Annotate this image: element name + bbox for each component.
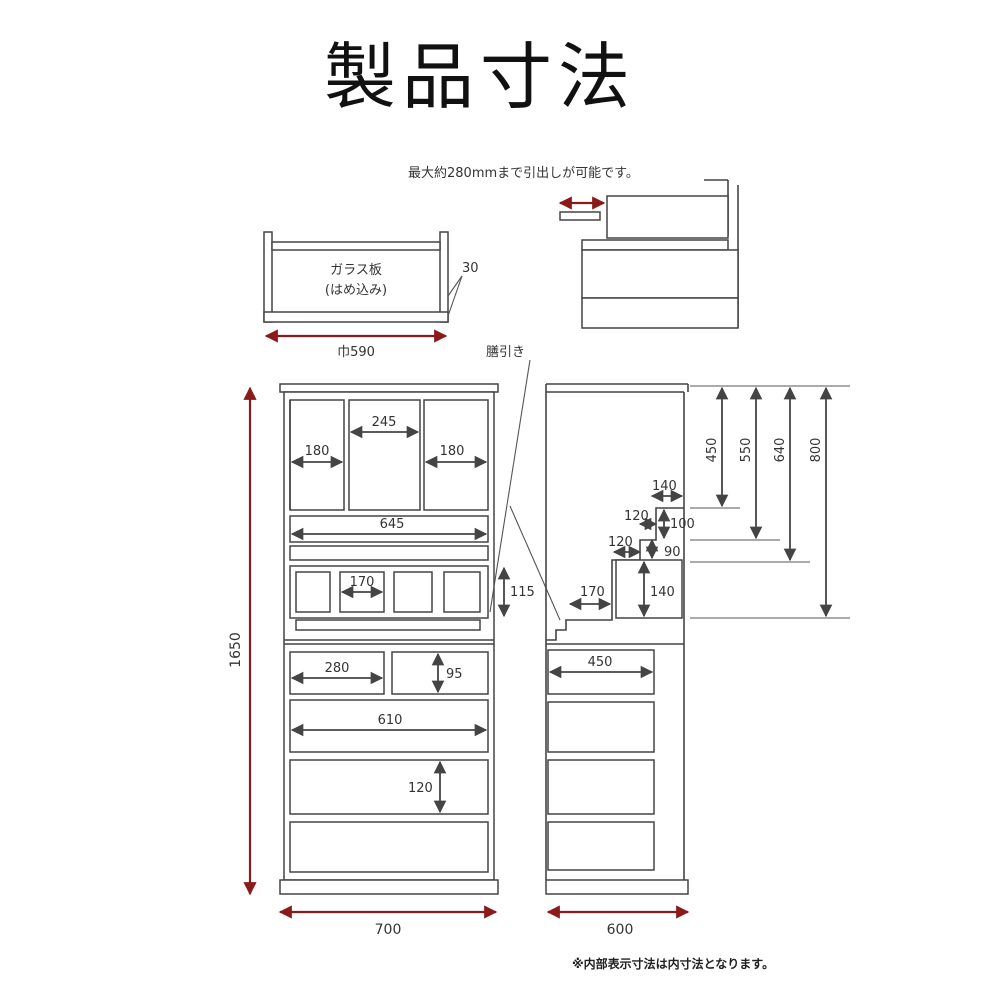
callout-zenbiki: 膳引き [486, 344, 561, 621]
dim-upper-left: 180 [305, 444, 330, 459]
dim-drawer-depth: 450 [588, 655, 613, 670]
drawer-note: 最大約280mmまで引出しが可能です。 [408, 166, 639, 181]
dim-step-b-height: 90 [664, 545, 681, 560]
glass-plate-detail: ガラス板 (はめ込み) 30 巾590 [263, 231, 479, 360]
dim-h640: 640 [773, 438, 788, 463]
footnote: ※内部表示寸法は内寸法となります。 [572, 956, 774, 971]
drawer-pullout-detail: 最大約280mmまで引出しが可能です。 [408, 166, 739, 329]
front-view: 180 245 180 645 170 115 280 95 610 120 1… [228, 383, 535, 938]
dim-small-drawer: 170 [350, 575, 375, 590]
glass-label: ガラス板 [330, 263, 382, 278]
dim-small-height: 115 [510, 585, 535, 600]
dim-side-width: 600 [607, 922, 634, 938]
dim-drawer-b: 610 [378, 713, 403, 728]
side-view: 140 120 100 120 90 170 140 450 450 550 6… [545, 383, 850, 938]
dim-step-c-height: 140 [650, 585, 675, 600]
dim-drawer-c-height: 120 [408, 781, 433, 796]
callout-label: 膳引き [486, 344, 525, 360]
dim-total-height: 1650 [228, 632, 244, 668]
dim-step-a-height: 100 [670, 517, 695, 532]
glass-sublabel: (はめ込み) [325, 283, 387, 298]
page-title: 製品寸法 [323, 35, 636, 119]
dim-step-b: 120 [608, 535, 633, 550]
dim-upper-right: 180 [440, 444, 465, 459]
dim-step-a: 120 [624, 509, 649, 524]
dim-drawer-a-height: 95 [446, 667, 463, 682]
glass-width: 巾590 [337, 345, 375, 360]
dim-shelf: 645 [380, 517, 405, 532]
dim-drawer-a: 280 [325, 661, 350, 676]
glass-thickness: 30 [462, 261, 479, 276]
dim-upper-center: 245 [372, 415, 397, 430]
dim-h800: 800 [809, 438, 824, 463]
dim-total-width: 700 [375, 922, 402, 938]
dim-h450: 450 [705, 438, 720, 463]
dim-h550: 550 [739, 438, 754, 463]
dim-step-top: 140 [652, 479, 677, 494]
dim-step-c-width: 170 [580, 585, 605, 600]
